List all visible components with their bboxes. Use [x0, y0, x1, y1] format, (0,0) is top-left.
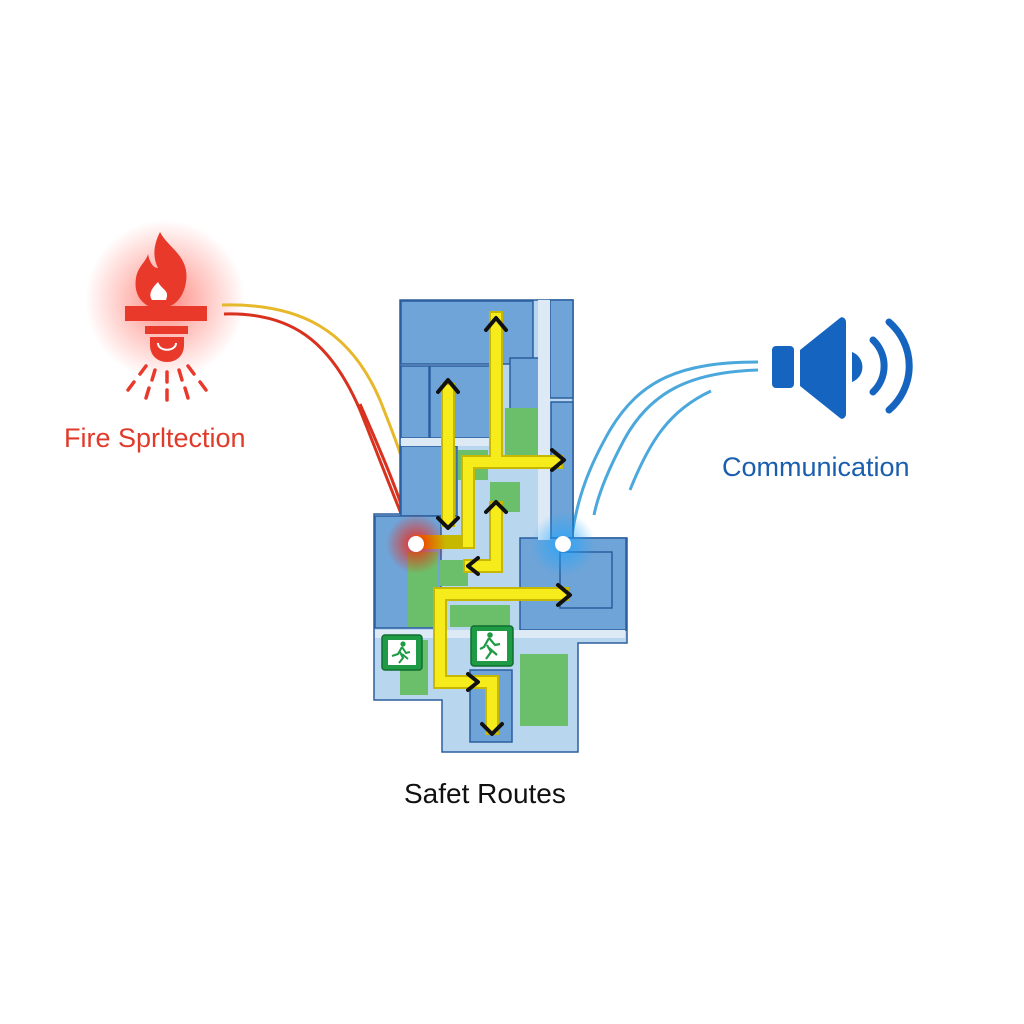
exit-sign-icon [381, 634, 423, 671]
fire-connector-lines [221, 303, 420, 541]
comm-line-1 [570, 360, 759, 536]
arrow-right-icon [550, 448, 566, 472]
arrow-up-icon [436, 378, 460, 394]
exit-sign-icon [470, 625, 514, 667]
comm-line-3 [628, 389, 712, 491]
comm-connector-lines [570, 360, 759, 536]
arrow-up-icon [484, 316, 508, 332]
fire-protection-label: Fire Sprltection [64, 423, 246, 453]
comm-line-2 [592, 368, 759, 516]
fire-line-red [223, 312, 414, 541]
arrow-up-icon [484, 500, 508, 514]
arrow-right-icon [466, 672, 480, 692]
arrow-down-icon [480, 722, 504, 736]
communication-label: Communication [722, 452, 910, 482]
arrow-down-icon [436, 516, 460, 530]
safe-routes-label: Safet Routes [404, 778, 566, 809]
fire-sprinkler-icon [85, 220, 245, 402]
arrow-right-icon [556, 583, 572, 607]
arrow-left-icon [466, 556, 480, 576]
speaker-icon [772, 317, 913, 419]
fire-node [386, 514, 446, 574]
comm-node [531, 512, 595, 576]
